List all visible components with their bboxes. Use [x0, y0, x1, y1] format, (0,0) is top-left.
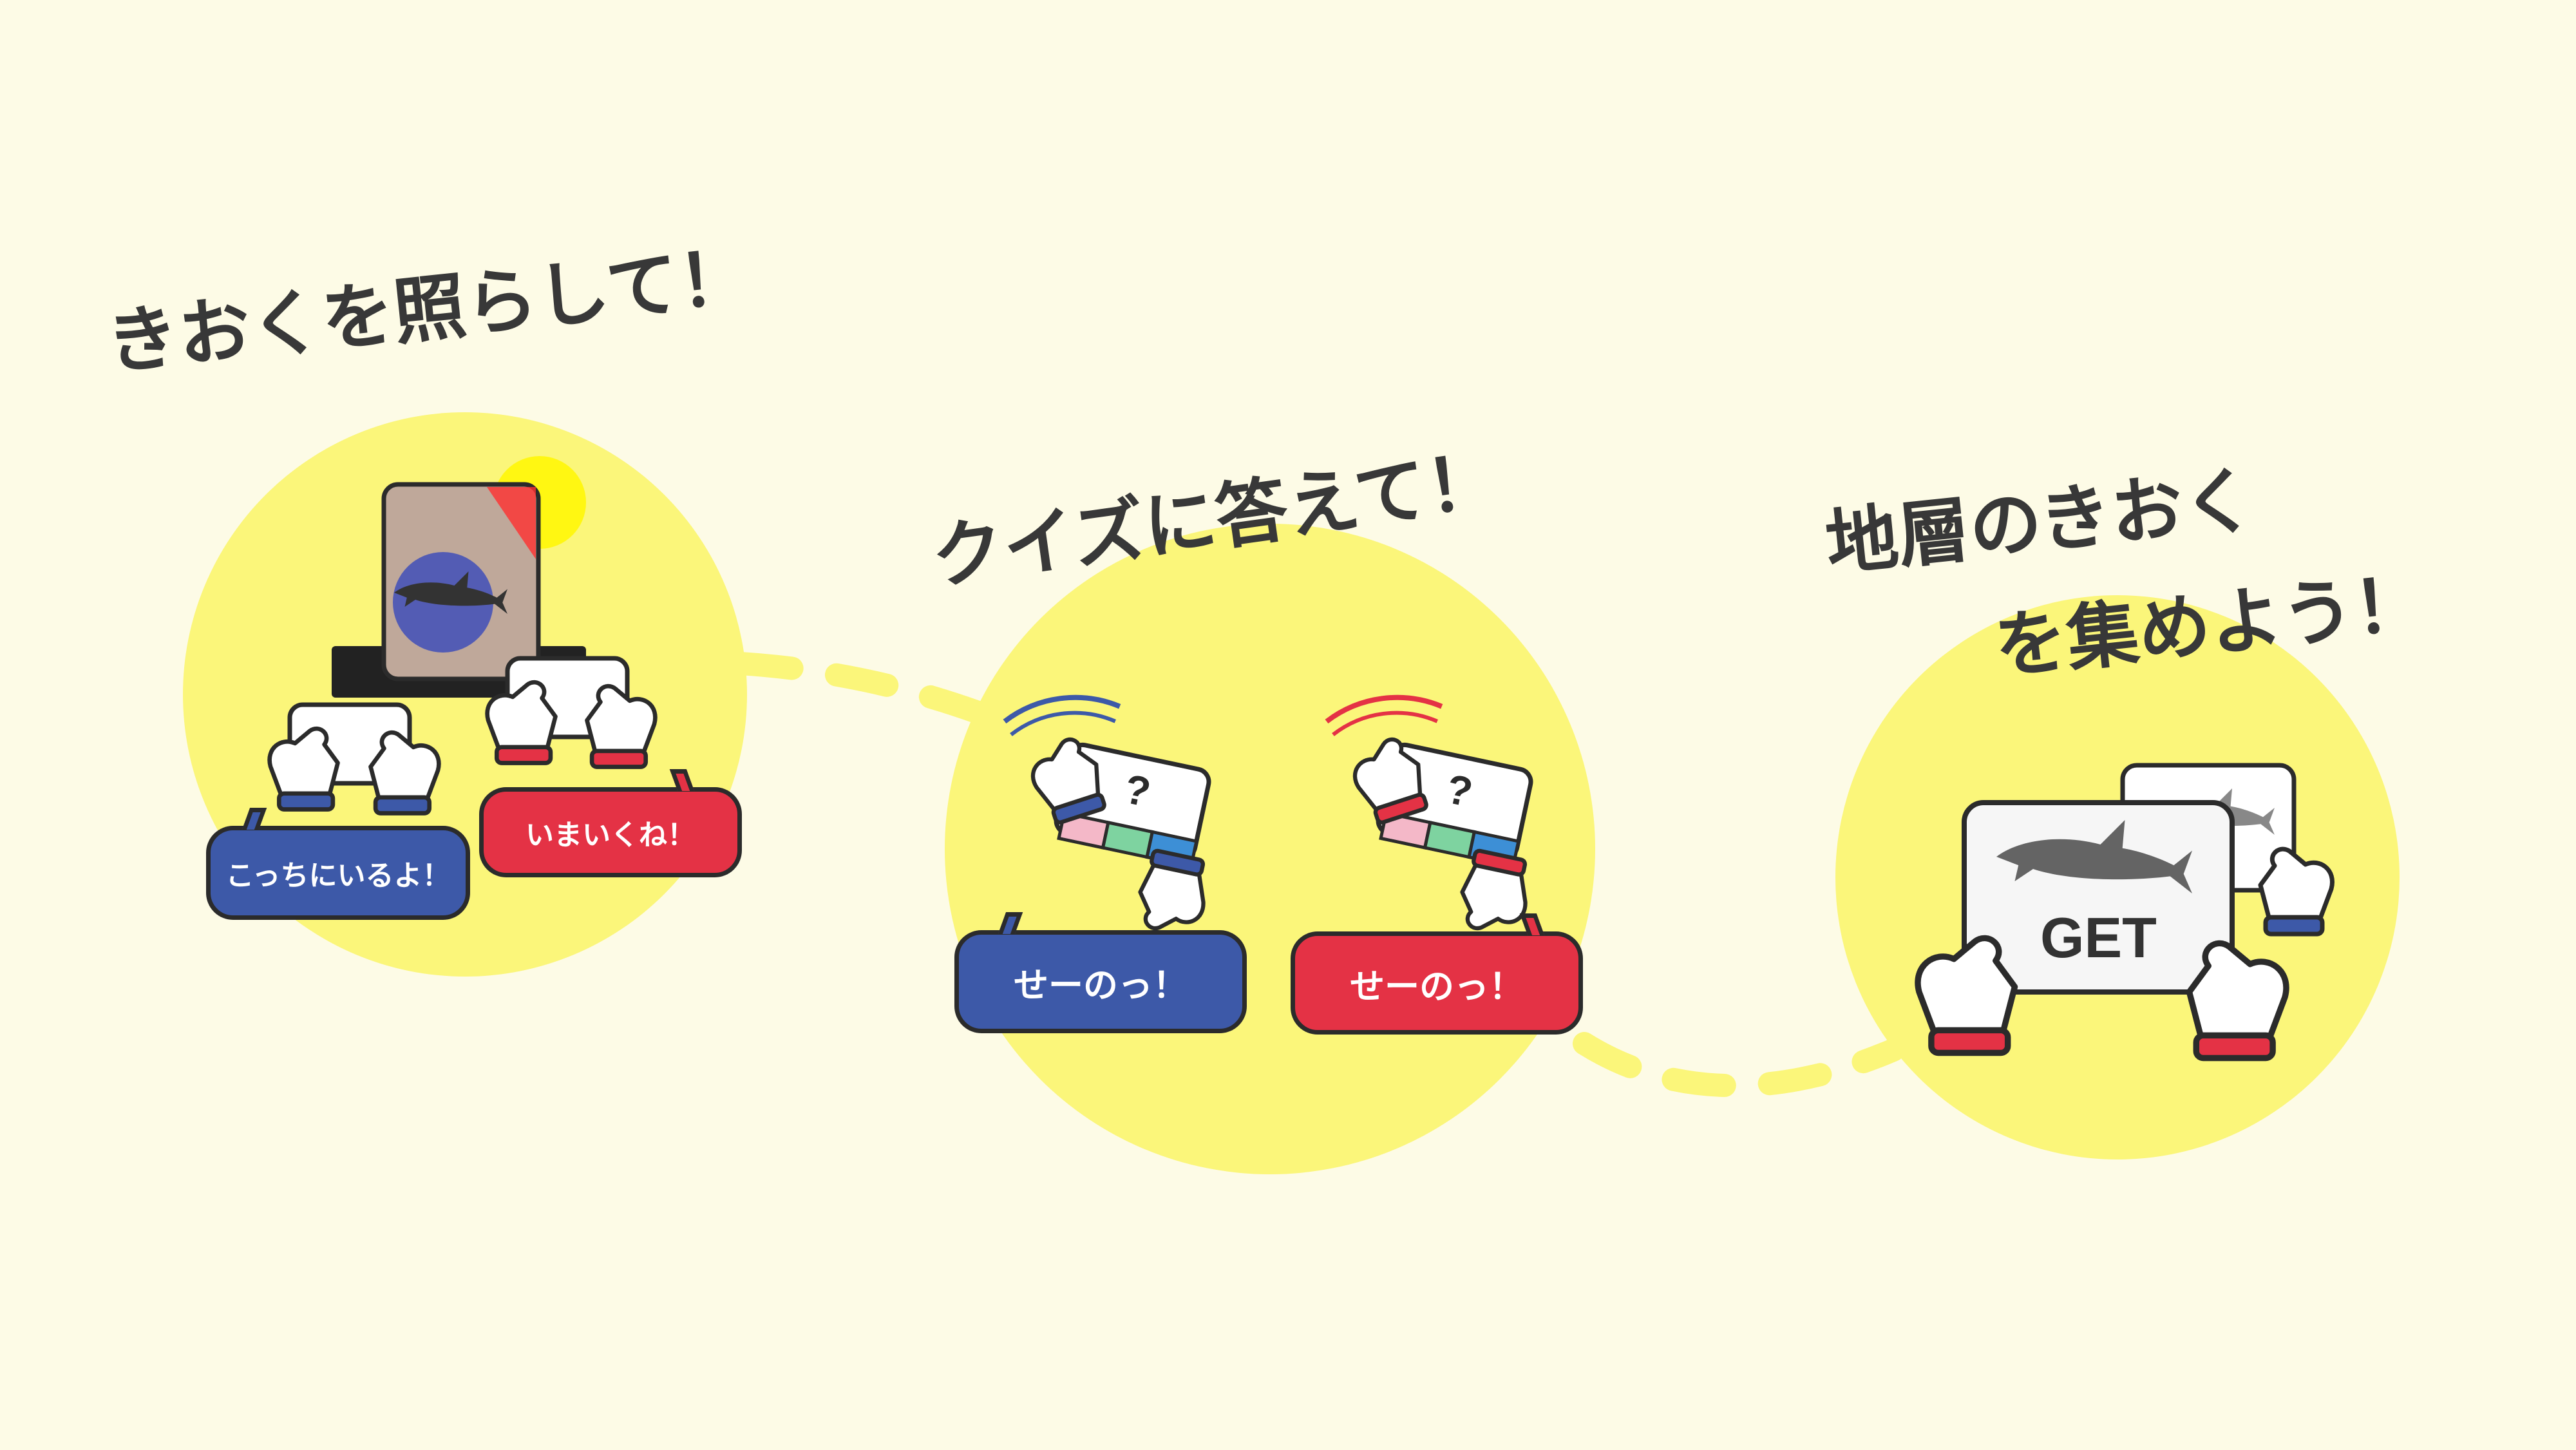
player-blue-tablet [270, 702, 439, 814]
quiz-player-blue: ? [1003, 694, 1241, 937]
speech-bubble-icon-blue-2: せーのっ！ [954, 930, 1247, 1033]
player-red-tablet [488, 656, 656, 767]
dashed-connector-2 [1573, 1032, 1905, 1098]
quiz-player-red: ? [1325, 694, 1563, 937]
bubble-text-seeno-blue: せーのっ！ [1014, 964, 1188, 1006]
collected-card-front [1918, 800, 2286, 1058]
speech-bubble-icon-red-2: せーのっ！ [1291, 931, 1583, 1035]
bubble-text-imaikune: いまいくね！ [526, 819, 696, 852]
bubble-text-seeno-red: せーのっ！ [1350, 966, 1524, 1007]
tablet-icon-display [381, 482, 541, 682]
dashed-connector-1 [729, 652, 997, 727]
speech-bubble-icon-red: いまいくね！ [479, 787, 742, 877]
bubble-text-kocchi: こっちにいるよ！ [225, 859, 451, 892]
get-label: GET [2040, 906, 2157, 969]
speech-bubble-icon-blue: こっちにいるよ！ [206, 826, 470, 920]
